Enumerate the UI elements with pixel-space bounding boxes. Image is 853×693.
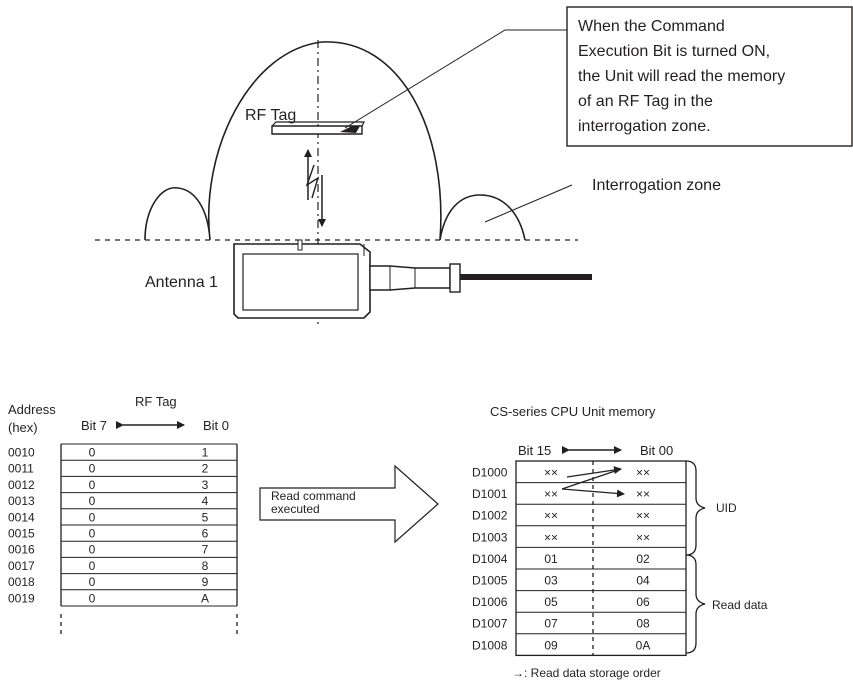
rf-bit7-cell: 0 <box>89 575 96 589</box>
cpu-address-cell: D1003 <box>472 530 508 544</box>
callout-leader-line <box>344 29 567 129</box>
cpu-high-byte-cell: ×× <box>544 530 558 544</box>
zone-leader-line <box>484 184 573 223</box>
rf-address-cell: 0013 <box>8 494 35 508</box>
cpu-low-byte-cell: 02 <box>636 552 650 566</box>
cpu-address-cell: D1006 <box>472 595 508 609</box>
rf-bit0-cell: 7 <box>202 543 209 557</box>
rf-table-bit-left: Bit 7 <box>81 418 107 433</box>
rf-bit0-cell: 3 <box>202 478 209 492</box>
rf-address-cell: 0019 <box>8 591 35 605</box>
address-header-line2: (hex) <box>8 420 38 435</box>
cpu-high-byte-cell: 09 <box>544 638 558 652</box>
cpu-table-bit-left: Bit 15 <box>518 443 551 458</box>
rf-tag-label: RF Tag <box>245 107 296 124</box>
rf-bit7-cell: 0 <box>89 478 96 492</box>
rf-bit0-cell: 2 <box>202 462 209 476</box>
cpu-high-byte-cell: 05 <box>544 595 558 609</box>
storage-order-note: →: Read data storage order <box>512 666 661 680</box>
cpu-address-cell: D1001 <box>472 487 508 501</box>
rf-table-bit-right: Bit 0 <box>203 418 229 433</box>
communication-arrows <box>304 149 326 227</box>
antenna-icon <box>233 239 592 319</box>
read-command-label-1: Read command <box>271 489 356 503</box>
read-command-arrow <box>259 464 439 544</box>
rf-bit0-cell: 9 <box>202 575 209 589</box>
rf-bit7-cell: 0 <box>89 462 96 476</box>
read-data-label: Read data <box>712 598 768 612</box>
cpu-high-byte-cell: 07 <box>544 617 558 631</box>
cpu-high-byte-cell: ×× <box>544 509 558 523</box>
rf-address-cell: 0011 <box>8 462 34 476</box>
read-command-label-2: executed <box>271 502 320 516</box>
rf-bit7-cell: 0 <box>89 494 96 508</box>
storage-order-arrows <box>561 466 625 498</box>
cpu-low-byte-cell: 06 <box>636 595 650 609</box>
cpu-low-byte-cell: 08 <box>636 617 650 631</box>
cpu-address-cell: D1008 <box>472 638 508 652</box>
rf-bit7-cell: 0 <box>89 591 96 605</box>
interrogation-zone-cloud <box>144 41 526 241</box>
cpu-address-cell: D1004 <box>472 552 508 566</box>
cpu-low-byte-cell: ×× <box>636 509 650 523</box>
antenna-label: Antenna 1 <box>145 274 218 291</box>
rf-address-cell: 0017 <box>8 559 35 573</box>
rf-memory-table: 0010 0 1 0011 0 2 0012 0 3 0013 0 4 0014 0 5 0015 0 6 0016… <box>8 443 238 634</box>
rf-bit7-cell: 0 <box>89 543 96 557</box>
callout-line-5: interrogation zone. <box>578 118 711 135</box>
rf-bit7-cell: 0 <box>89 510 96 524</box>
rf-tag-icon <box>271 121 365 135</box>
rf-address-cell: 0016 <box>8 543 35 557</box>
cpu-address-cell: D1007 <box>472 617 508 631</box>
cpu-high-byte-cell: 01 <box>544 552 558 566</box>
callout-box <box>566 6 853 147</box>
read-data-brace <box>685 554 706 654</box>
uid-label: UID <box>716 501 737 515</box>
rf-address-cell: 0012 <box>8 478 35 492</box>
uid-brace <box>685 460 706 556</box>
rf-address-cell: 0018 <box>8 575 35 589</box>
interrogation-zone-label: Interrogation zone <box>592 177 721 194</box>
cpu-table-title: CS-series CPU Unit memory <box>490 404 656 419</box>
address-header-line1: Address <box>8 402 56 417</box>
cpu-memory-table: D1000 ×× ×× D1001 ×× ×× D1002 ×× ×× D1003 ×× ×× D100… <box>472 460 687 657</box>
rf-bit0-cell: 6 <box>202 527 209 541</box>
callout-line-4: of an RF Tag in the <box>578 93 713 110</box>
rf-bit7-cell: 0 <box>89 559 96 573</box>
cpu-high-byte-cell: 03 <box>544 574 558 588</box>
rf-bit0-cell: 4 <box>202 494 209 508</box>
callout-line-1: When the Command <box>578 18 725 35</box>
cpu-low-byte-cell: 04 <box>636 574 650 588</box>
rf-address-cell: 0014 <box>8 510 35 524</box>
rf-bit0-cell: 5 <box>202 510 209 524</box>
rf-address-cell: 0010 <box>8 446 35 460</box>
cpu-table-border <box>515 460 687 657</box>
rf-table-title: RF Tag <box>135 394 177 409</box>
rf-bit7-cell: 0 <box>89 446 96 460</box>
cpu-high-byte-cell: ×× <box>544 466 558 480</box>
rf-bit0-cell: A <box>201 591 209 605</box>
cpu-high-byte-cell: ×× <box>544 487 558 501</box>
cpu-address-cell: D1002 <box>472 509 508 523</box>
rf-address-cell: 0015 <box>8 527 35 541</box>
cpu-address-cell: D1005 <box>472 574 508 588</box>
callout-line-2: Execution Bit is turned ON, <box>578 43 770 60</box>
cpu-low-byte-cell: ×× <box>636 466 650 480</box>
cpu-low-byte-cell: ×× <box>636 530 650 544</box>
cpu-address-cell: D1000 <box>472 466 508 480</box>
rf-bit7-cell: 0 <box>89 527 96 541</box>
cpu-low-byte-cell: 0A <box>636 638 651 652</box>
cpu-low-byte-cell: ×× <box>636 487 650 501</box>
rf-bit0-cell: 8 <box>202 559 209 573</box>
callout-line-3: the Unit will read the memory <box>578 68 785 85</box>
cpu-table-bit-right: Bit 00 <box>640 443 673 458</box>
rf-bit0-cell: 1 <box>202 446 209 460</box>
